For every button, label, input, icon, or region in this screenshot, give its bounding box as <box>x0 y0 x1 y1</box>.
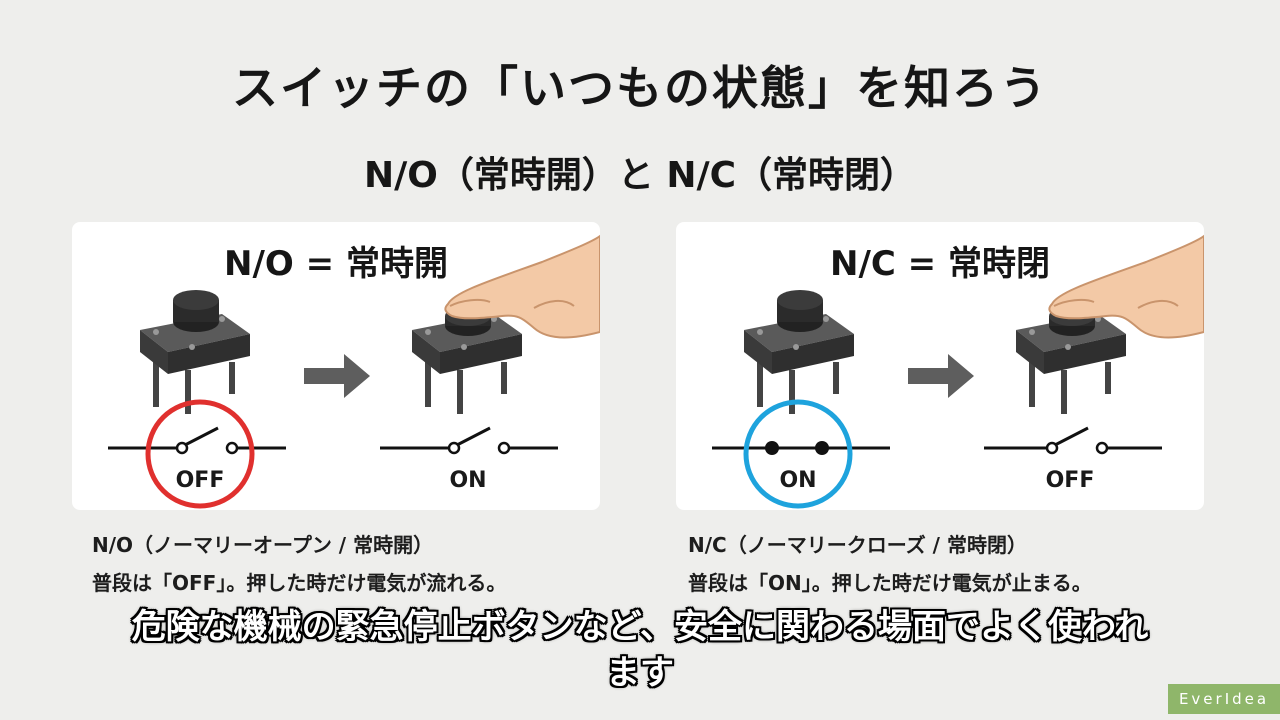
nc-illustration <box>712 234 1204 509</box>
arrow-right-icon <box>908 354 974 398</box>
panel-normally-closed: N/C = 常時閉 <box>676 222 1204 510</box>
switch-circuit-icon <box>380 426 558 455</box>
brand-logo: EverIdea <box>1168 684 1280 714</box>
state-label-on: ON <box>779 468 817 493</box>
page-subtitle: N/O（常時開）と N/C（常時閉） <box>363 155 917 196</box>
page-title: スイッチの「いつもの状態」を知ろう <box>232 61 1048 115</box>
panel-heading-nc: N/C = 常時閉 <box>830 244 1050 284</box>
description-nc-body: 普段は「ON」。押した時だけ電気が止まる。 <box>688 571 1092 595</box>
switch-circuit-icon <box>984 426 1162 455</box>
video-caption: 危険な機械の緊急停止ボタンなど、安全に関わる場面でよく使われ ます <box>0 604 1280 696</box>
off-highlight-circle <box>145 399 255 509</box>
on-highlight-circle <box>743 399 853 509</box>
description-nc: N/C（ノーマリークローズ / 常時閉） 普段は「ON」。押した時だけ電気が止ま… <box>688 526 1092 602</box>
tactile-switch-icon <box>140 290 250 414</box>
description-no-title: N/O（ノーマリーオープン / 常時開） <box>92 533 434 557</box>
state-label-off: OFF <box>1045 468 1095 493</box>
description-no: N/O（ノーマリーオープン / 常時開） 普段は「OFF」。押した時だけ電気が流… <box>92 526 506 602</box>
panel-normally-open: N/O = 常時開 <box>72 222 600 510</box>
caption-line-1: 危険な機械の緊急停止ボタンなど、安全に関わる場面でよく使われ <box>131 607 1149 647</box>
no-illustration <box>108 234 600 509</box>
pressed-switch-icon <box>412 306 522 414</box>
arrow-right-icon <box>304 354 370 398</box>
switch-circuit-icon <box>712 441 890 455</box>
state-label-on: ON <box>449 468 487 493</box>
tactile-switch-icon <box>744 290 854 414</box>
description-no-body: 普段は「OFF」。押した時だけ電気が流れる。 <box>92 571 507 595</box>
description-nc-title: N/C（ノーマリークローズ / 常時閉） <box>688 533 1027 557</box>
panel-heading-no: N/O = 常時開 <box>224 244 448 284</box>
finger-icon <box>1048 234 1204 339</box>
caption-line-2: ます <box>606 653 674 693</box>
state-label-off: OFF <box>175 468 225 493</box>
pressed-switch-icon <box>1016 306 1126 414</box>
finger-icon <box>444 234 600 339</box>
switch-circuit-icon <box>108 426 286 455</box>
